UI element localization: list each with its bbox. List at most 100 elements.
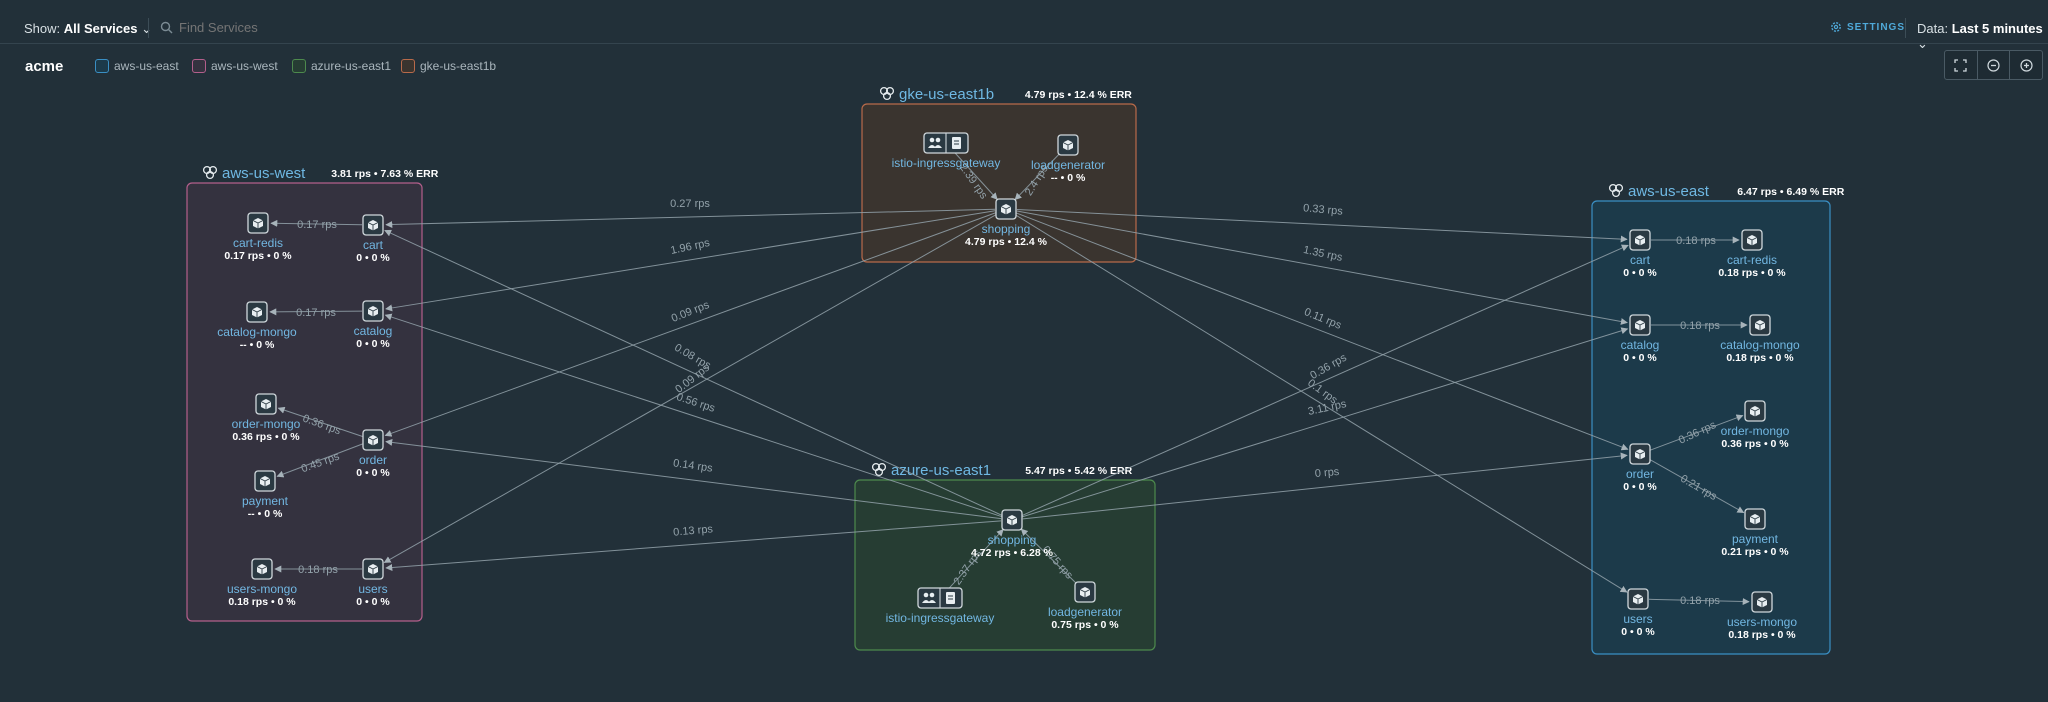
service-label[interactable]: cart: [363, 238, 384, 252]
service-label[interactable]: users: [358, 582, 387, 596]
edge-e-cart-to-e-cartredis[interactable]: 0.18 rps: [1651, 235, 1740, 247]
service-label[interactable]: shopping: [982, 222, 1031, 236]
edge-z-shop-to-e-catalog[interactable]: 3.11 rps: [1022, 327, 1629, 518]
service-label[interactable]: loadgenerator: [1031, 158, 1105, 172]
service-label[interactable]: istio-ingressgateway: [892, 156, 1001, 170]
service-label[interactable]: catalog: [1621, 338, 1660, 352]
edge-rps-label: 0.13 rps: [673, 523, 714, 538]
legend-item-aws-us-west[interactable]: aws-us-west: [192, 59, 278, 73]
service-label[interactable]: catalog-mongo: [217, 325, 297, 339]
legend-label: aws-us-west: [211, 59, 278, 73]
service-label[interactable]: loadgenerator: [1048, 605, 1122, 619]
region-label[interactable]: aws-us-east: [1628, 183, 1710, 200]
edge-e-users-to-e-usermongo[interactable]: 0.18 rps: [1648, 595, 1750, 607]
service-label[interactable]: order-mongo: [232, 417, 301, 431]
edge-z-shop-to-e-order[interactable]: 0 rps: [1022, 452, 1628, 520]
service-label[interactable]: cart-redis: [233, 236, 283, 250]
service-cube-icon: [1751, 591, 1773, 613]
legend-item-azure-us-east1[interactable]: azure-us-east1: [292, 59, 391, 73]
legend-item-gke-us-east1b[interactable]: gke-us-east1b: [401, 59, 496, 73]
service-label[interactable]: payment: [242, 494, 289, 508]
edge-rps-label: 0.18 rps: [1676, 235, 1716, 247]
service-label[interactable]: istio-ingressgateway: [886, 611, 995, 625]
service-label[interactable]: cart-redis: [1727, 253, 1777, 267]
service-label[interactable]: users-mongo: [227, 582, 297, 596]
edge-line: [1650, 414, 1744, 451]
service-label[interactable]: cart: [1630, 253, 1651, 267]
edge-e-catalog-to-e-catmongo[interactable]: 0.18 rps: [1651, 320, 1748, 332]
edge-z-shop-to-w-catalog[interactable]: 0.56 rps: [384, 313, 1002, 518]
service-stats: -- • 0 %: [248, 508, 283, 520]
data-window-dropdown[interactable]: Data: Last 5 minutes ⌄: [1917, 21, 2048, 52]
edge-w-cart-to-w-cartredis[interactable]: 0.17 rps: [270, 219, 363, 231]
service-cube-icon: [1629, 314, 1651, 336]
edge-line: [1021, 244, 1629, 516]
service-label[interactable]: shopping: [988, 533, 1037, 547]
service-label[interactable]: catalog-mongo: [1720, 338, 1800, 352]
service-node-g-istio[interactable]: istio-ingressgateway: [892, 132, 1001, 170]
region-box: [186, 182, 423, 622]
edge-z-shop-to-w-order[interactable]: 0.14 rps: [385, 438, 1002, 520]
edge-line: [277, 406, 363, 437]
service-stats: 0.75 rps • 0 %: [1051, 619, 1119, 631]
edge-line: [383, 214, 997, 564]
service-label[interactable]: users: [1623, 612, 1652, 626]
search-box[interactable]: [160, 20, 399, 35]
show-filter-dropdown[interactable]: Show: All Services ⌄: [24, 21, 152, 37]
edge-w-catalog-to-w-catmongo[interactable]: 0.17 rps: [269, 307, 363, 319]
edge-g-shop-to-e-cart[interactable]: 0.33 rps: [1016, 202, 1628, 243]
service-node-g-load[interactable]: loadgenerator-- • 0 %: [1031, 134, 1105, 184]
edge-w-users-to-w-usermongo[interactable]: 0.18 rps: [274, 564, 362, 576]
edge-g-shop-to-w-cart[interactable]: 0.27 rps: [385, 198, 996, 229]
service-label[interactable]: order-mongo: [1721, 424, 1790, 438]
edge-g-shop-to-e-catalog[interactable]: 1.35 rps: [1016, 210, 1628, 325]
edge-z-shop-to-w-users[interactable]: 0.13 rps: [385, 520, 1002, 572]
service-cube-icon: [246, 301, 268, 323]
service-label[interactable]: payment: [1732, 532, 1779, 546]
settings-button[interactable]: SETTINGS: [1830, 21, 1905, 33]
service-label[interactable]: users-mongo: [1727, 615, 1797, 629]
zoom-in-button[interactable]: [2010, 51, 2042, 79]
edge-line: [953, 150, 998, 200]
fit-to-screen-button[interactable]: [1945, 51, 1978, 79]
service-stats: 0 • 0 %: [1623, 352, 1657, 364]
service-label[interactable]: order: [359, 453, 387, 467]
edge-z-shop-to-w-cart[interactable]: 0.08 rps: [384, 229, 1003, 516]
service-node-z-istio[interactable]: istio-ingressgateway: [886, 587, 995, 625]
region-label[interactable]: gke-us-east1b: [899, 86, 994, 103]
service-node-w-payment[interactable]: payment-- • 0 %: [242, 470, 289, 520]
edge-line: [1016, 210, 1628, 325]
region-label[interactable]: aws-us-west: [222, 165, 306, 182]
legend-label: gke-us-east1b: [420, 59, 497, 73]
service-cube-icon: [1627, 588, 1649, 610]
zoom-out-button[interactable]: [1978, 51, 2011, 79]
brand-name: acme: [25, 58, 64, 75]
search-input[interactable]: [179, 20, 399, 35]
legend-item-aws-us-east[interactable]: aws-us-east: [95, 59, 179, 73]
region-label[interactable]: azure-us-east1: [891, 462, 991, 479]
service-node-w-catmongo[interactable]: catalog-mongo-- • 0 %: [217, 301, 297, 351]
service-label[interactable]: order: [1626, 467, 1654, 481]
service-label[interactable]: catalog: [354, 324, 393, 338]
